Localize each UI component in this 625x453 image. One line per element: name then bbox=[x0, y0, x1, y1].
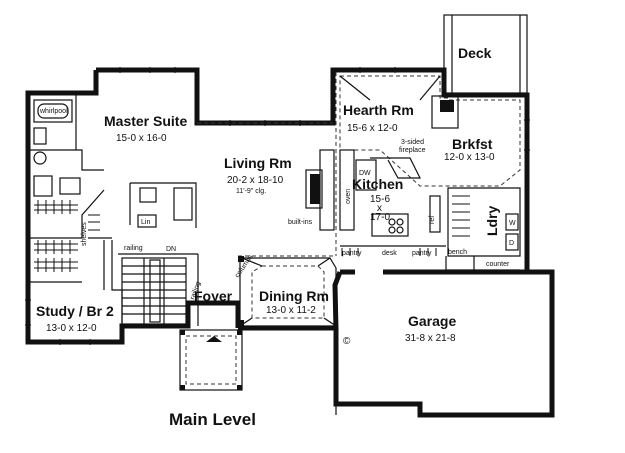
hearth-room-dim: 15-6 x 12-0 bbox=[347, 123, 398, 134]
study-label: Study / Br 2 bbox=[36, 303, 114, 319]
bench-label: bench bbox=[448, 249, 467, 256]
linen-label: Lin bbox=[141, 219, 150, 226]
dining-room-bay bbox=[238, 256, 337, 327]
built-ins-label: built-ins bbox=[288, 219, 313, 226]
study-dim: 13-0 x 12-0 bbox=[46, 323, 97, 334]
pantry-left-label: pantry bbox=[342, 250, 362, 257]
laundry-area bbox=[445, 187, 521, 271]
pantry-right-label: pantry bbox=[412, 250, 432, 257]
copyright-mark: © bbox=[343, 336, 351, 347]
living-room-ceiling: 11'-9" clg. bbox=[236, 188, 266, 195]
master-suite-dim: 15-0 x 16-0 bbox=[116, 133, 167, 144]
down-label: DN bbox=[166, 246, 176, 253]
refrigerator-label: ref bbox=[429, 216, 436, 224]
living-room-dim: 20-2 x 18-10 bbox=[227, 175, 284, 186]
foyer-label: Foyer bbox=[194, 288, 233, 304]
fireplace-label-2: fireplace bbox=[399, 147, 426, 154]
exterior-wall-left bbox=[25, 70, 241, 345]
kitchen-dim-3: 17-0 bbox=[370, 212, 390, 223]
dryer-label: D bbox=[509, 240, 514, 247]
dining-room-label: Dining Rm bbox=[259, 288, 329, 304]
hearth-room-walls bbox=[339, 75, 521, 187]
hearth-room-label: Hearth Rm bbox=[343, 102, 414, 118]
garage-door-gap bbox=[355, 267, 383, 277]
fireplace-label-1: 3-sided bbox=[401, 139, 424, 146]
front-porch bbox=[179, 329, 243, 391]
master-suite-label: Master Suite bbox=[104, 113, 187, 129]
whirlpool-label: whirlpool bbox=[39, 108, 68, 115]
plan-title: Main Level bbox=[169, 410, 256, 429]
garage-label: Garage bbox=[408, 313, 456, 329]
living-room-boundaries bbox=[197, 72, 337, 257]
washer-label: W bbox=[509, 220, 516, 227]
living-room-label: Living Rm bbox=[224, 155, 292, 171]
ldry-label: Ldry bbox=[484, 205, 500, 236]
garage-dim: 31-8 x 21-8 bbox=[405, 333, 456, 344]
living-fireplace bbox=[305, 149, 335, 231]
kitchen-dim-1: 15-6 bbox=[370, 194, 390, 205]
closet-shelves bbox=[34, 200, 100, 272]
brkfst-dim: 12-0 x 13-0 bbox=[444, 152, 495, 163]
deck-label: Deck bbox=[458, 45, 492, 61]
desk-label: desk bbox=[382, 250, 397, 257]
dishwasher-label: DW bbox=[359, 170, 371, 177]
window-ticks bbox=[25, 67, 530, 345]
shelves-label: shelves bbox=[81, 222, 88, 246]
brkfst-label: Brkfst bbox=[452, 136, 493, 152]
counter-label: counter bbox=[486, 261, 510, 268]
oven-label: oven bbox=[345, 189, 352, 204]
kitchen-fixtures bbox=[339, 149, 446, 256]
staircase bbox=[118, 253, 199, 326]
kitchen-dim-2: x bbox=[377, 203, 382, 214]
three-sided-fireplace bbox=[431, 95, 459, 129]
whirlpool-tub bbox=[33, 99, 73, 123]
railing-top-label: railing bbox=[124, 245, 143, 252]
kitchen-label: Kitchen bbox=[352, 176, 403, 192]
dining-room-dim: 13-0 x 11-2 bbox=[266, 305, 316, 316]
master-bath-fixtures bbox=[33, 127, 193, 228]
